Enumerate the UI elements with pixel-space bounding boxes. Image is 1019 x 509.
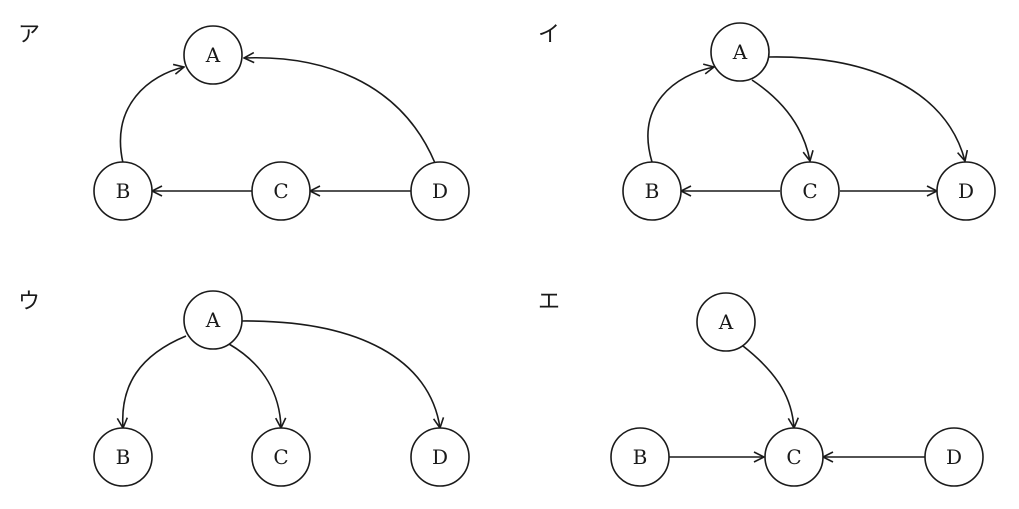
node-e-C: C bbox=[764, 427, 824, 487]
edge-i-b-to-a bbox=[647, 67, 714, 163]
edge-u-a-to-c bbox=[228, 343, 281, 428]
node-label: D bbox=[432, 179, 448, 203]
node-e-A: A bbox=[696, 292, 756, 352]
node-u-D: D bbox=[410, 427, 470, 487]
panel-e: A B C D bbox=[610, 292, 984, 487]
node-e-B: B bbox=[610, 427, 670, 487]
node-i-B: B bbox=[622, 161, 682, 221]
node-a-D: D bbox=[410, 161, 470, 221]
panel-i: A B C D bbox=[622, 22, 996, 221]
edge-i-a-to-c bbox=[751, 79, 810, 161]
node-label: A bbox=[205, 43, 221, 67]
node-i-D: D bbox=[936, 161, 996, 221]
edge-a-b-to-a bbox=[119, 67, 184, 164]
edge-u-a-to-b bbox=[123, 335, 187, 428]
node-e-D: D bbox=[924, 427, 984, 487]
node-label: D bbox=[946, 445, 962, 469]
panel-label-e: エ bbox=[538, 290, 560, 315]
panel-label-i: イ bbox=[538, 23, 560, 48]
panel-label-a: ア bbox=[18, 23, 40, 48]
node-label: A bbox=[205, 308, 221, 332]
node-label: C bbox=[273, 445, 288, 469]
node-a-C: C bbox=[251, 161, 311, 221]
node-u-B: B bbox=[93, 427, 153, 487]
edge-u-a-to-d bbox=[241, 320, 440, 428]
node-label: A bbox=[718, 310, 734, 334]
node-label: B bbox=[116, 445, 131, 469]
node-label: B bbox=[116, 179, 131, 203]
node-u-C: C bbox=[251, 427, 311, 487]
node-a-B: B bbox=[93, 161, 153, 221]
node-u-A: A bbox=[183, 290, 243, 350]
node-label: D bbox=[958, 179, 974, 203]
node-label: C bbox=[786, 445, 801, 469]
node-label: B bbox=[633, 445, 648, 469]
node-label: D bbox=[432, 445, 448, 469]
node-a-A: A bbox=[183, 25, 243, 85]
node-i-C: C bbox=[780, 161, 840, 221]
edge-e-a-to-c bbox=[742, 345, 794, 428]
node-label: A bbox=[732, 40, 748, 64]
edge-a-d-to-a bbox=[244, 58, 436, 164]
node-label: C bbox=[273, 179, 288, 203]
node-i-A: A bbox=[710, 22, 770, 82]
node-label: C bbox=[802, 179, 817, 203]
edge-i-a-to-d bbox=[767, 56, 965, 161]
panel-a: A B C D bbox=[93, 25, 470, 221]
panel-label-u: ウ bbox=[18, 290, 40, 315]
panel-u: A B C D bbox=[93, 290, 470, 487]
node-label: B bbox=[645, 179, 660, 203]
